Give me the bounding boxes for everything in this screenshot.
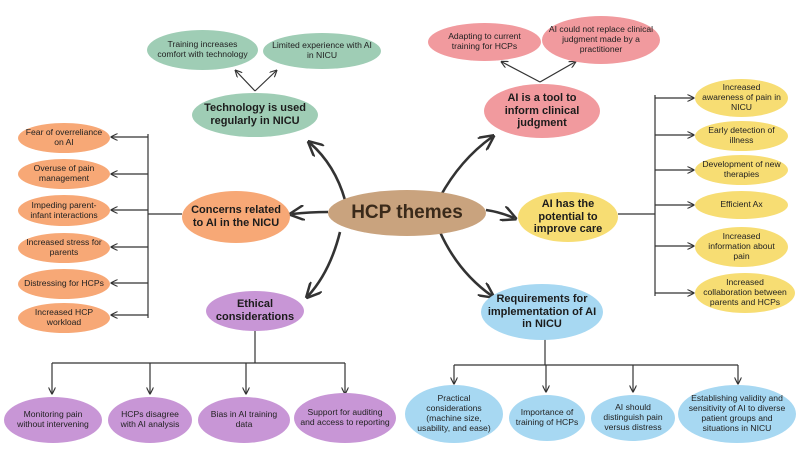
potential-child-3: Development of new therapies bbox=[695, 155, 788, 185]
requirements-child-4: Establishing validity and sensitivity of… bbox=[678, 385, 796, 443]
arrow-to-potential bbox=[485, 210, 514, 218]
concerns-child-4: Increased stress for parents bbox=[18, 233, 110, 263]
potential-child-6: Increased collaboration between parents … bbox=[695, 273, 795, 313]
concerns-child-1: Fear of overreliance on AI bbox=[18, 123, 110, 153]
technology-child-2: Limited experience with AI in NICU bbox=[263, 33, 381, 69]
theme-concerns: Concerns related to AI in the NICU bbox=[182, 191, 290, 243]
center-node: HCP themes bbox=[328, 190, 486, 236]
theme-potential: AI has the potential to improve care bbox=[518, 192, 618, 242]
tool-child-2: AI could not replace clinical judgment m… bbox=[542, 16, 660, 64]
ethical-child-4: Support for auditing and access to repor… bbox=[294, 393, 396, 443]
requirements-child-3: AI should distinguish pain versus distre… bbox=[591, 395, 675, 441]
concerns-child-6: Increased HCP workload bbox=[18, 303, 110, 333]
technology-child-1: Training increases comfort with technolo… bbox=[147, 30, 258, 70]
potential-child-5: Increased information about pain bbox=[695, 227, 788, 267]
concerns-child-5: Distressing for HCPs bbox=[18, 269, 110, 299]
ethical-child-3: Bias in AI training data bbox=[198, 397, 290, 443]
tool-child-1: Adapting to current training for HCPs bbox=[428, 23, 541, 61]
requirements-child-2: Importance of training of HCPs bbox=[509, 395, 585, 441]
arrow-to-requirements bbox=[438, 231, 492, 296]
potential-child-1: Increased awareness of pain in NICU bbox=[695, 79, 788, 117]
arrow-to-technology bbox=[310, 143, 347, 201]
theme-ethical: Ethical considerations bbox=[206, 291, 304, 331]
requirements-child-1: Practical considerations (machine size, … bbox=[405, 385, 503, 443]
theme-tool: AI is a tool to inform clinical judgment bbox=[484, 84, 600, 138]
ethical-child-2: HCPs disagree with AI analysis bbox=[108, 397, 192, 443]
potential-child-2: Early detection of illness bbox=[695, 121, 788, 151]
arrow-to-ethical bbox=[308, 231, 342, 296]
arrow-to-concerns bbox=[292, 212, 329, 214]
theme-requirements: Requirements for implementation of AI in… bbox=[481, 284, 603, 340]
potential-child-4: Efficient Ax bbox=[695, 191, 788, 219]
arrow-to-tool bbox=[438, 137, 492, 198]
concerns-child-3: Impeding parent-infant interactions bbox=[18, 195, 110, 226]
ethical-child-1: Monitoring pain without intervening bbox=[4, 397, 102, 443]
concerns-child-2: Overuse of pain management bbox=[18, 159, 110, 189]
theme-technology: Technology is used regularly in NICU bbox=[192, 93, 318, 137]
